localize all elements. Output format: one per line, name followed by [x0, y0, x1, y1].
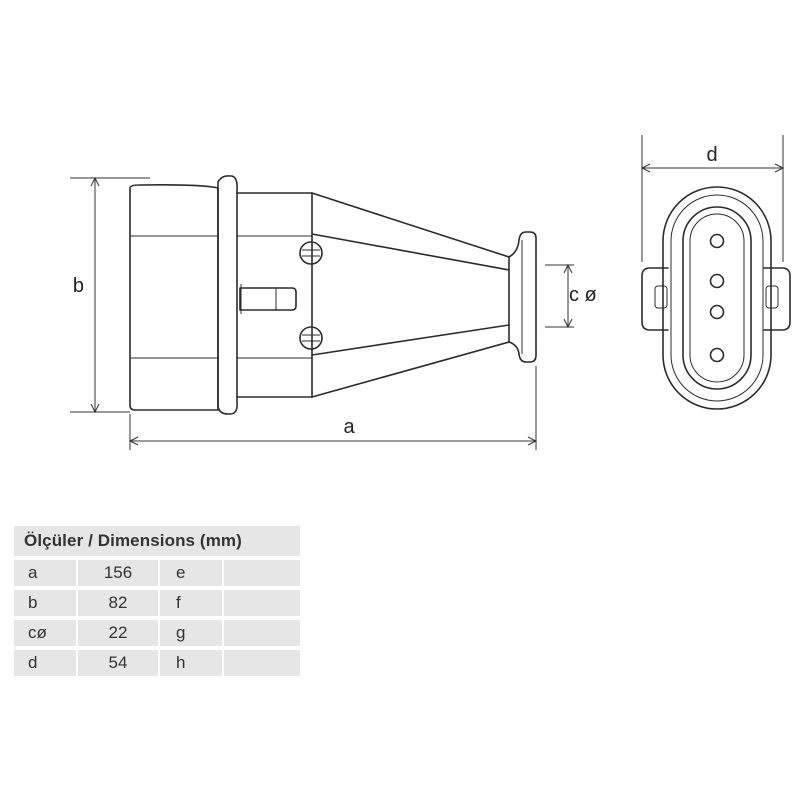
- dimension-key: h: [158, 650, 222, 676]
- dimension-key: d: [14, 650, 76, 676]
- dimensions-table: Ölçüler / Dimensions (mm) a 156 e b 82 f…: [14, 522, 300, 680]
- dimension-value: 22: [76, 620, 158, 646]
- dimension-label-d: d: [706, 144, 717, 166]
- dimensions-table-title: Ölçüler / Dimensions (mm): [14, 526, 300, 556]
- technical-drawing: b a c ø d: [70, 135, 791, 450]
- dimension-label-b: b: [73, 275, 84, 297]
- dimension-b: b: [70, 176, 150, 414]
- dimension-value: 82: [76, 590, 158, 616]
- dimension-label-a: a: [343, 416, 355, 438]
- dimension-key: e: [158, 560, 222, 586]
- dimension-value: 54: [76, 650, 158, 676]
- dimension-key: b: [14, 590, 76, 616]
- dimension-a: a: [128, 366, 538, 450]
- dimension-value: 156: [76, 560, 158, 586]
- dimension-d: d: [640, 135, 785, 262]
- dimension-key: a: [14, 560, 76, 586]
- dimension-c: c ø: [545, 263, 597, 329]
- table-row: b 82 f: [14, 590, 300, 616]
- dimensions-table-header-row: Ölçüler / Dimensions (mm): [14, 526, 300, 556]
- dimension-key: g: [158, 620, 222, 646]
- table-row: a 156 e: [14, 560, 300, 586]
- side-view: [129, 175, 537, 415]
- dimension-value: [222, 590, 300, 616]
- front-view: [641, 186, 791, 410]
- dimension-value: [222, 620, 300, 646]
- dimension-label-c: c ø: [569, 284, 597, 306]
- dimension-value: [222, 650, 300, 676]
- table-row: cø 22 g: [14, 620, 300, 646]
- dimension-key: cø: [14, 620, 76, 646]
- dimension-value: [222, 560, 300, 586]
- table-row: d 54 h: [14, 650, 300, 676]
- dimension-key: f: [158, 590, 222, 616]
